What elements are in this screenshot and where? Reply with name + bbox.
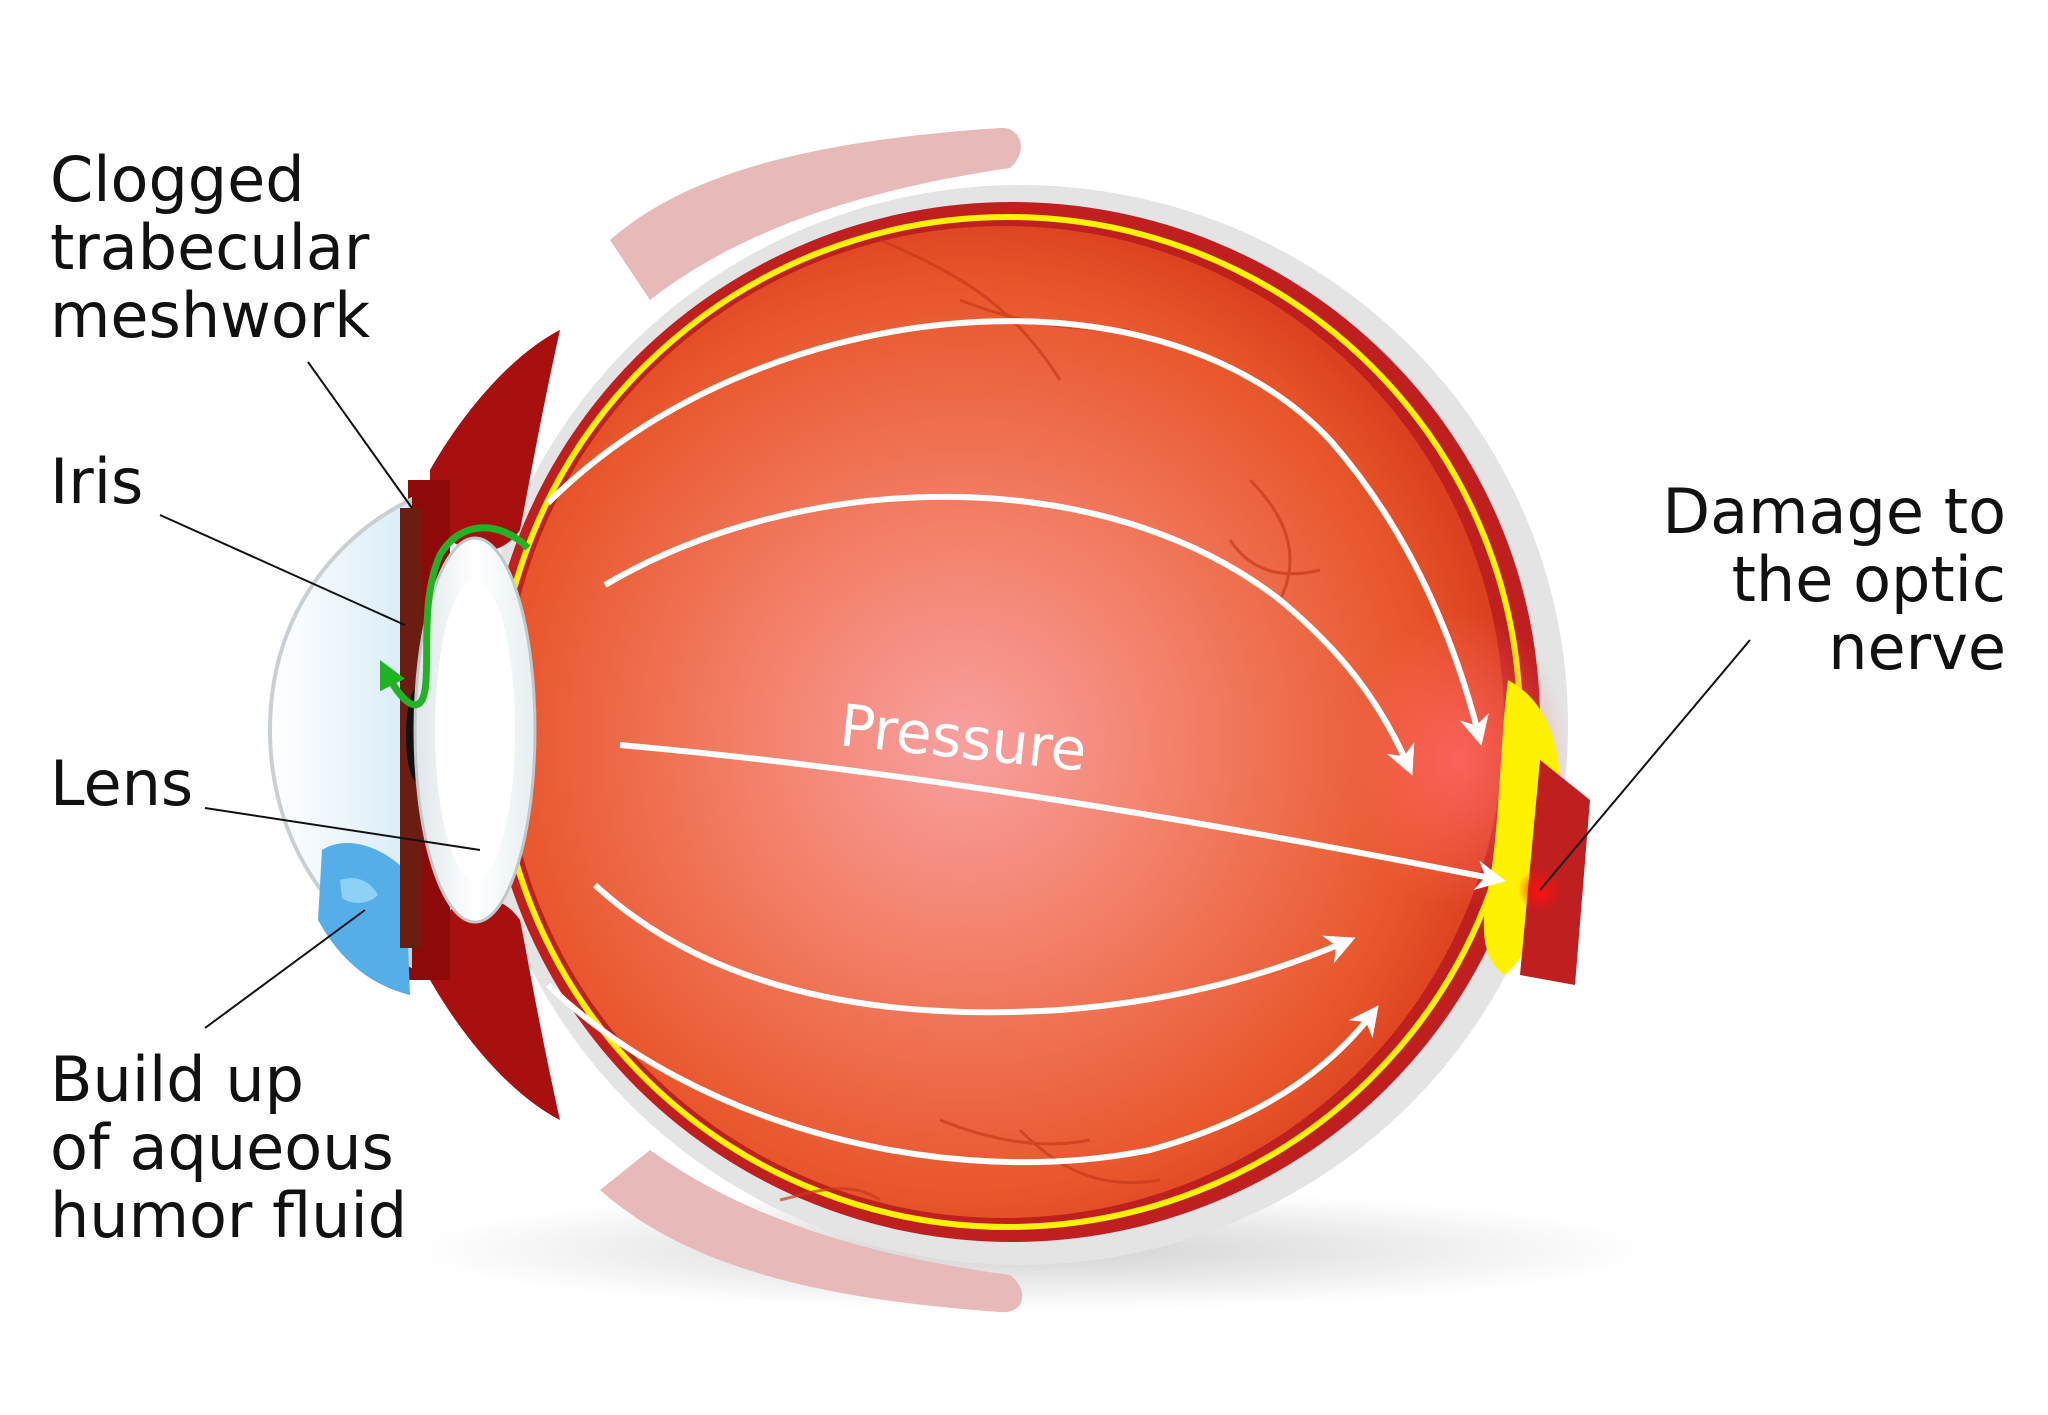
pressure-arrow-5 [545, 982, 1379, 1166]
label-optic-nerve-damage: Damage to the optic nerve [1662, 478, 2006, 682]
lower-eye-muscle [600, 1150, 1023, 1313]
label-line: Build up [50, 1043, 304, 1116]
leader-lens [204, 807, 481, 851]
upper-eye-muscle [610, 127, 1021, 301]
leader-lines [159, 361, 1751, 1029]
pressure-arrow-4 [592, 882, 1356, 1016]
fluid-flow-arrow [379, 524, 531, 709]
leader-clogged [307, 361, 413, 509]
aqueous-fluid [318, 842, 410, 995]
ciliary-body-lower [430, 898, 560, 1120]
label-clogged-trabecular-meshwork: Clogged trabecular meshwork [50, 146, 370, 350]
pressure-arrows [545, 318, 1506, 1166]
label-aqueous-build-up: Build up of aqueous humor fluid [50, 1046, 407, 1250]
label-line: Lens [50, 747, 194, 820]
label-lens: Lens [50, 750, 193, 818]
label-line: meshwork [50, 279, 371, 352]
vitreous-body [504, 226, 1504, 1218]
pressure-arrow-1 [545, 318, 1489, 746]
ciliary-body [430, 330, 560, 552]
label-line: Clogged [50, 143, 305, 216]
label-line: the optic [1731, 543, 2006, 616]
label-line: of aqueous [50, 1111, 394, 1184]
fluid-highlight [340, 878, 378, 903]
label-line: humor fluid [50, 1179, 408, 1252]
leader-buildup [204, 909, 366, 1029]
label-iris: Iris [50, 448, 143, 516]
pressure-arrow-3 [619, 742, 1506, 891]
leader-iris [159, 514, 406, 626]
leader-damage [1539, 639, 1751, 891]
label-line: Iris [50, 445, 144, 518]
label-line: nerve [1828, 611, 2006, 684]
pressure-arrow-2 [603, 493, 1415, 776]
label-line: Damage to [1662, 475, 2006, 548]
label-line: trabecular [50, 211, 370, 284]
lens-core [435, 580, 515, 880]
